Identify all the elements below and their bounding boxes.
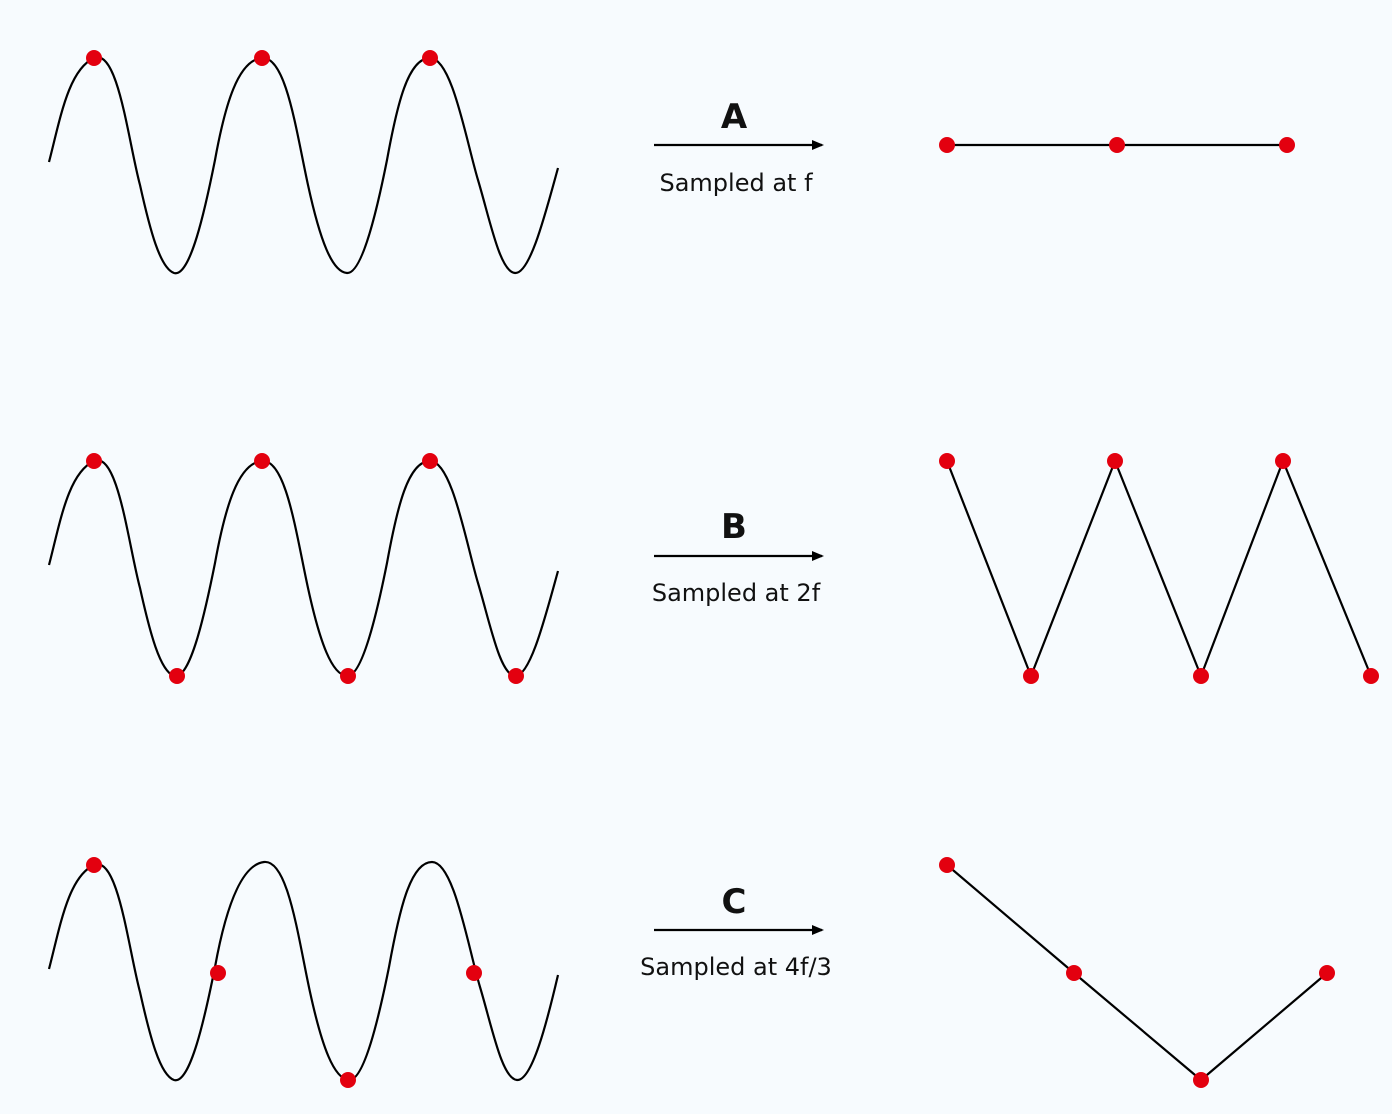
row-c-result-sample-3 xyxy=(1193,1072,1209,1088)
row-b-result-sample-2 xyxy=(1023,668,1039,684)
row-b-result-sample-4 xyxy=(1193,668,1209,684)
row-c-sine-wave xyxy=(47,860,560,1082)
row-a-wave-sample-3 xyxy=(422,50,438,66)
row-c: C Sampled at 4f/3 xyxy=(47,857,1335,1088)
row-a-label: A xyxy=(721,97,748,137)
row-b-sine-wave xyxy=(47,459,560,678)
row-c-result-sample-1 xyxy=(939,857,955,873)
row-b: B Sampled at 2f xyxy=(47,453,1379,684)
row-c-result-sample-4 xyxy=(1319,965,1335,981)
row-c-wave-sample-2 xyxy=(210,965,226,981)
row-c-reconstruction xyxy=(946,864,1328,1082)
row-b-result-sample-6 xyxy=(1363,668,1379,684)
row-b-wave-sample-6 xyxy=(508,668,524,684)
row-a-wave-sample-1 xyxy=(86,50,102,66)
row-a-sine-wave xyxy=(47,56,560,275)
row-a-result-sample-2 xyxy=(1109,137,1125,153)
row-b-wave-sample-5 xyxy=(422,453,438,469)
row-c-caption: Sampled at 4f/3 xyxy=(640,953,832,981)
row-c-wave-sample-1 xyxy=(86,857,102,873)
row-b-result-sample-5 xyxy=(1275,453,1291,469)
row-c-wave-sample-3 xyxy=(340,1072,356,1088)
row-b-wave-sample-2 xyxy=(169,668,185,684)
row-b-caption: Sampled at 2f xyxy=(652,579,821,607)
row-a-wave-sample-2 xyxy=(254,50,270,66)
row-b-label: B xyxy=(721,507,747,547)
row-a-caption: Sampled at f xyxy=(659,169,813,197)
row-c-wave-sample-4 xyxy=(466,965,482,981)
row-a-result-sample-3 xyxy=(1279,137,1295,153)
row-c-label: C xyxy=(722,882,747,922)
row-b-wave-sample-3 xyxy=(254,453,270,469)
row-c-result-sample-2 xyxy=(1066,965,1082,981)
row-b-result-sample-1 xyxy=(939,453,955,469)
row-b-wave-sample-4 xyxy=(340,668,356,684)
row-a: A Sampled at f xyxy=(47,50,1295,275)
row-b-wave-sample-1 xyxy=(86,453,102,469)
row-b-reconstruction xyxy=(945,458,1373,680)
row-b-result-sample-3 xyxy=(1107,453,1123,469)
row-a-result-sample-1 xyxy=(939,137,955,153)
